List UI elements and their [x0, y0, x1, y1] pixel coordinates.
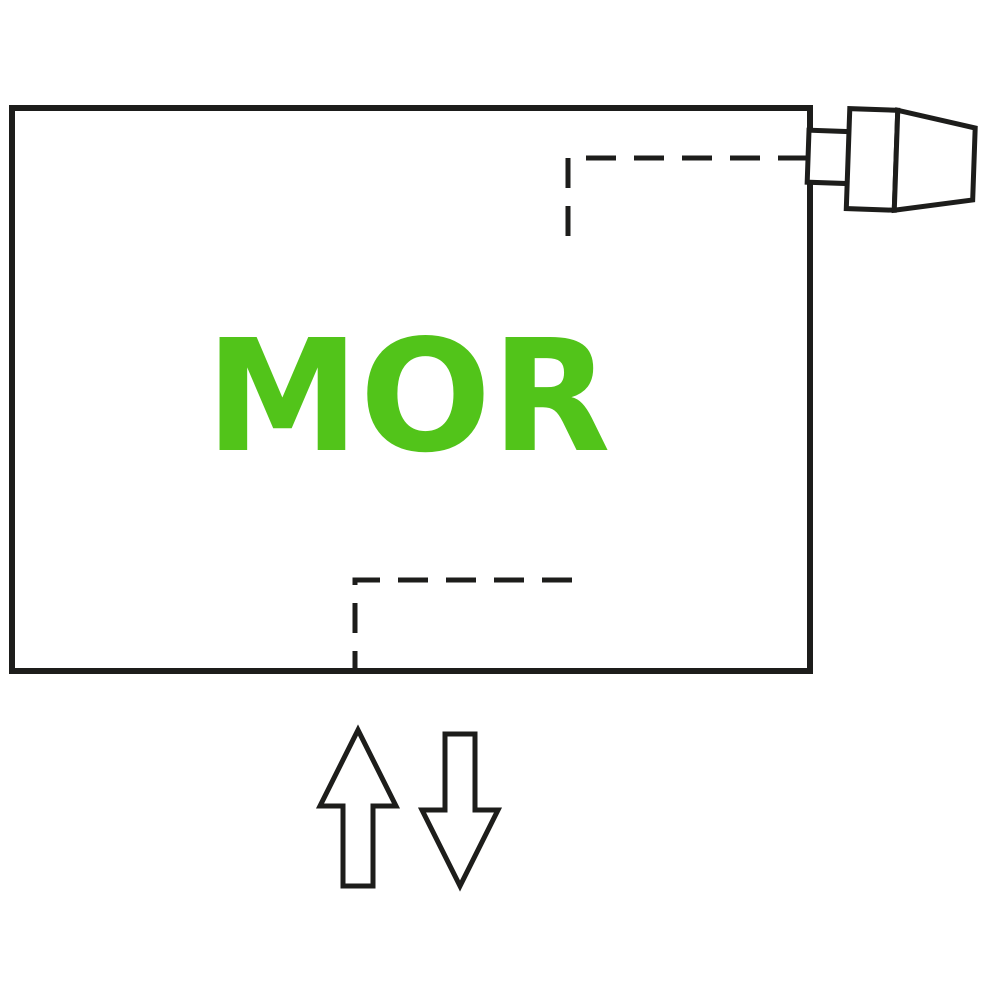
- valve-cone: [891, 107, 978, 214]
- valve-head-block: [843, 106, 901, 213]
- valve-stub: [804, 127, 854, 187]
- flow-down-arrow-icon: [417, 731, 503, 892]
- bottom-connection-dashed-line: [352, 577, 572, 669]
- flow-up-arrow-icon: [315, 724, 401, 889]
- model-label: MOR: [205, 306, 610, 487]
- radiator-outline: [9, 105, 813, 674]
- thermostatic-valve-icon: [804, 106, 978, 214]
- top-connection-dashed-line: [565, 155, 808, 252]
